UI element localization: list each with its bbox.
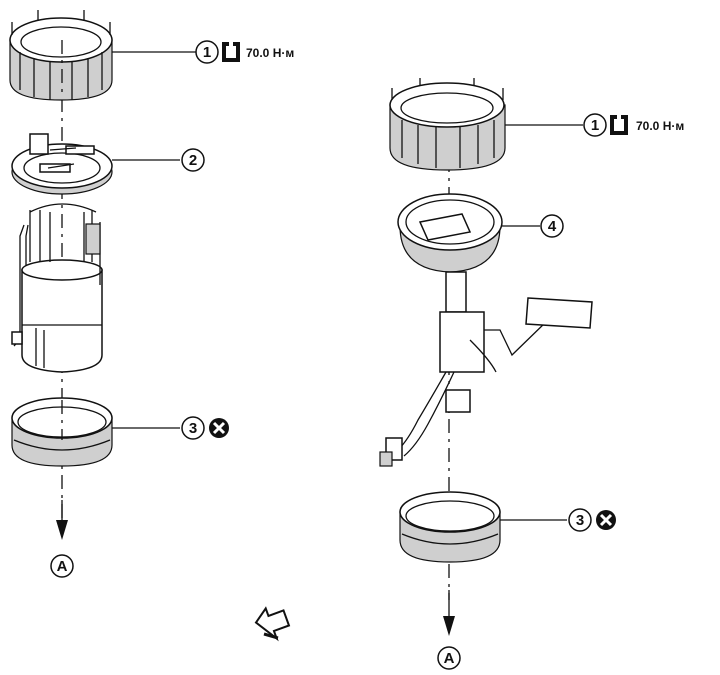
front-direction-arrow-icon [254,606,291,642]
right-locking-ring [389,78,506,171]
right-callout-a: A [437,646,461,670]
left-callout-a-label: A [57,558,68,575]
right-seal-ring [399,491,501,563]
right-assembly [379,78,593,636]
right-callout-1: 1 [583,113,607,137]
left-callout-1: 1 [195,40,219,64]
left-assembly [9,10,113,540]
right-callout-3: 3 [568,508,592,532]
left-pump-body [11,203,103,373]
right-callout-4-label: 4 [548,218,557,235]
left-seal-ring [11,397,113,467]
left-down-arrow [56,520,68,540]
left-callout-2: 2 [181,148,205,172]
torque-wrench-icon [222,42,240,62]
left-callout-2-label: 2 [189,152,197,169]
right-pump-cap [397,193,503,273]
left-callout-1-label: 1 [203,44,211,61]
left-callout-3-label: 3 [189,420,197,437]
right-callout-3-label: 3 [576,512,584,529]
left-torque-value: 70.0 Н·м [246,46,294,60]
do-not-reuse-x-icon [596,510,616,530]
right-down-arrow [443,616,455,636]
left-callout-a: A [50,554,74,578]
torque-wrench-icon [610,115,628,135]
left-locking-ring [9,10,113,101]
right-torque-value: 70.0 Н·м [636,119,684,133]
left-pump-flange [11,133,113,195]
right-callout-a-label: A [444,650,455,667]
right-level-sender [379,271,593,467]
right-callout-1-label: 1 [591,117,599,134]
do-not-reuse-x-icon [209,418,229,438]
left-callout-3: 3 [181,416,205,440]
right-callout-4: 4 [540,214,564,238]
